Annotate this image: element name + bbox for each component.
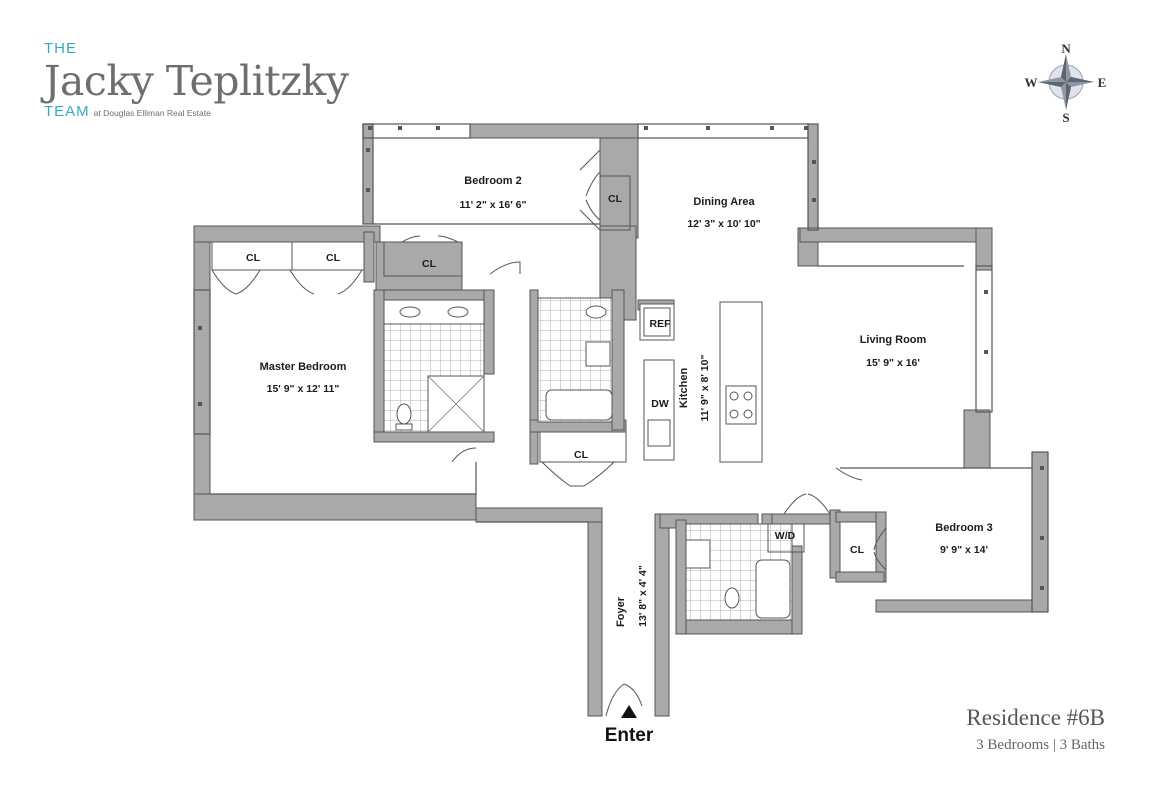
residence-title: Residence #6B [966,705,1105,730]
wd-label: W/D [775,530,796,542]
closet-label: CL [326,252,341,264]
brand-team-word: TEAM [44,103,90,120]
compass-s: S [1062,110,1069,125]
bedroom3-name: Bedroom 3 [935,522,992,534]
kitchen-fixtures [639,301,763,463]
compass-w: W [1025,75,1038,90]
door-swings [211,149,887,717]
kitchen-size: 11' 9" x 8' 10" [699,355,711,422]
enter-arrow-icon [621,705,637,718]
closet-outlines [211,175,877,573]
living-name: Living Room [860,334,927,346]
closet-label: CL [246,252,261,264]
window-studs [198,126,1044,590]
foyer-name: Foyer [615,596,627,627]
foyer-size: 13' 8" x 4' 4" [637,565,649,627]
room-labels: Bedroom 2 11' 2" x 16' 6" Dining Area 12… [260,175,993,627]
bedroom2-name: Bedroom 2 [464,175,521,187]
kitchen-name: Kitchen [678,368,690,409]
window-outlines [193,123,1049,613]
fixture-labels: CL CL CL CL CL CL REF DW W/D [246,193,865,556]
bath-3 [685,523,793,621]
closet-label: CL [574,449,589,461]
closet-label: CL [608,193,623,205]
bedroom2-size: 11' 2" x 16' 6" [460,199,527,211]
master-bath [383,299,485,433]
bedroom3-size: 9' 9" x 14' [940,544,988,556]
closet-label: CL [422,258,437,270]
master-size: 15' 9" x 12' 11" [267,383,340,395]
dining-size: 12' 3" x 10' 10" [687,218,760,230]
ref-label: REF [650,318,672,330]
residence-caption: Residence #6B 3 Bedrooms | 3 Baths [966,705,1105,754]
master-name: Master Bedroom [260,361,347,373]
compass-e: E [1098,75,1107,90]
dining-name: Dining Area [693,196,755,208]
compass-icon: N S E W [1025,41,1107,125]
bath-2 [537,297,613,423]
dw-label: DW [651,398,669,410]
brand-name: Jacky Teplitzky [44,57,349,105]
closet-label: CL [850,544,865,556]
living-size: 15' 9" x 16' [866,357,920,369]
compass-n: N [1061,41,1071,56]
residence-summary: 3 Bedrooms | 3 Baths [976,737,1105,753]
enter-label: Enter [605,725,654,746]
brand-the: THE [44,40,77,57]
brand-affiliation: at Douglas Elliman Real Estate [93,108,211,118]
